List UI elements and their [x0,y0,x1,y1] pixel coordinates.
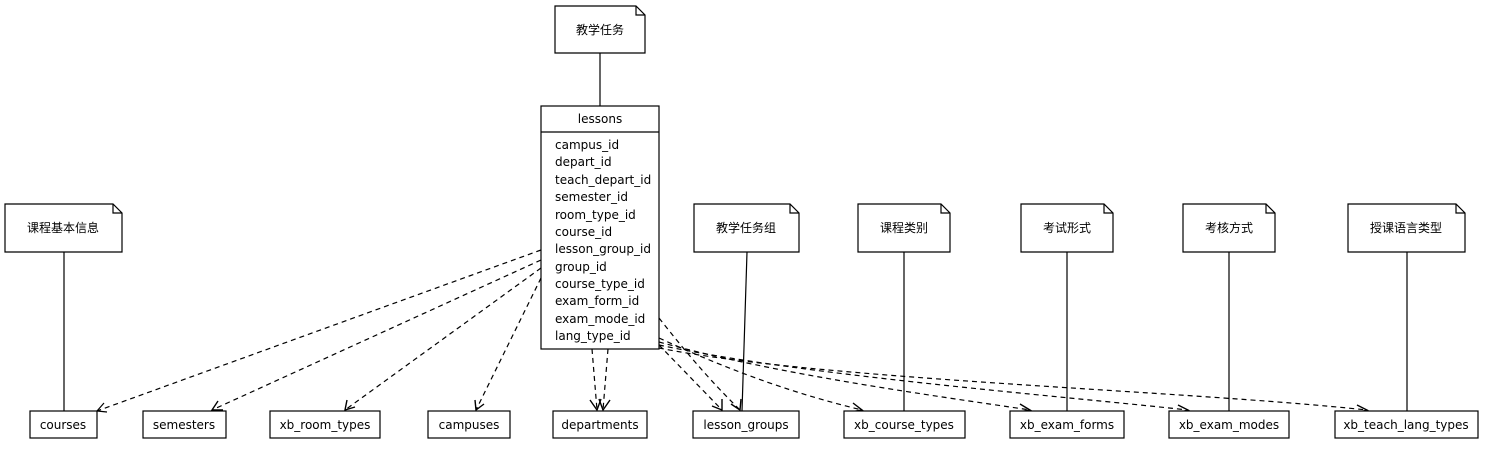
entity-field: lang_type_id [555,329,631,343]
note-exam-mode: 考核方式 [1182,203,1276,253]
note-label: 教学任务组 [716,220,776,235]
arrowhead-semester [210,400,223,411]
note-link-lesson-groups [741,251,748,412]
table-label: xb_course_types [854,418,954,432]
entity-lessons: lessons campus_id depart_id teach_depart… [540,105,660,350]
note-label: 考核方式 [1205,220,1253,235]
relation-depart [591,348,598,411]
relation-lesson-group [658,317,741,411]
table-xb-teach-lang-types: xb_teach_lang_types [1334,410,1479,439]
table-courses: courses [29,410,98,439]
table-label: xb_exam_forms [1020,418,1114,432]
table-lesson-groups: lesson_groups [692,410,800,439]
note-label: 教学任务 [576,22,624,37]
entity-field: course_id [555,225,612,239]
table-label: departments [561,418,638,432]
relation-semester [211,259,542,411]
entity-field: semester_id [555,190,628,204]
entity-field: exam_mode_id [555,312,645,326]
table-label: xb_teach_lang_types [1343,418,1468,432]
table-xb-room-types: xb_room_types [269,410,381,439]
entity-field: depart_id [555,155,612,169]
relation-exam-form [658,341,1031,411]
table-label: xb_exam_modes [1179,418,1279,432]
entity-field: room_type_id [555,208,636,222]
entity-field: course_type_id [555,277,645,291]
relation-campus [475,277,542,411]
note-lang-type: 授课语言类型 [1347,203,1466,253]
arrowhead-group [711,399,723,412]
entity-field: lesson_group_id [555,242,651,256]
table-label: campuses [439,418,500,432]
table-semesters: semesters [142,410,227,439]
note-course-type: 课程类别 [857,203,951,253]
note-lesson-group: 教学任务组 [693,203,800,253]
table-xb-exam-forms: xb_exam_forms [1009,410,1125,439]
note-label: 课程基本信息 [27,220,99,235]
note-label: 考试形式 [1043,220,1091,235]
note-jiaoxue-renwu: 教学任务 [554,5,646,54]
table-label: lesson_groups [703,418,788,432]
entity-field: group_id [555,260,607,274]
arrowhead-campus [474,399,485,412]
table-label: xb_room_types [280,418,371,432]
relation-room-type [344,267,542,411]
arrowhead-teach-depart [598,398,611,412]
entity-field: exam_form_id [555,294,639,308]
table-xb-exam-modes: xb_exam_modes [1168,410,1290,439]
arrowhead-room-type [344,399,356,412]
note-course-basic-info: 课程基本信息 [4,203,123,253]
table-campuses: campuses [427,410,511,439]
table-label: courses [40,418,86,432]
relation-exam-mode [658,344,1189,411]
relation-group [658,344,723,411]
relation-course [96,249,542,412]
arrowhead-lesson-group [730,398,742,412]
entity-field: campus_id [555,138,619,152]
note-exam-form: 考试形式 [1020,203,1114,253]
relation-teach-depart [602,348,609,411]
note-label: 课程类别 [880,220,928,235]
table-xb-course-types: xb_course_types [843,410,966,439]
entity-title: lessons [578,112,622,126]
relation-lang-type [658,347,1368,411]
relation-course-type [658,337,863,411]
table-departments: departments [552,410,648,439]
table-label: semesters [153,418,215,432]
note-label: 授课语言类型 [1370,220,1442,235]
entity-field: teach_depart_id [555,173,651,187]
